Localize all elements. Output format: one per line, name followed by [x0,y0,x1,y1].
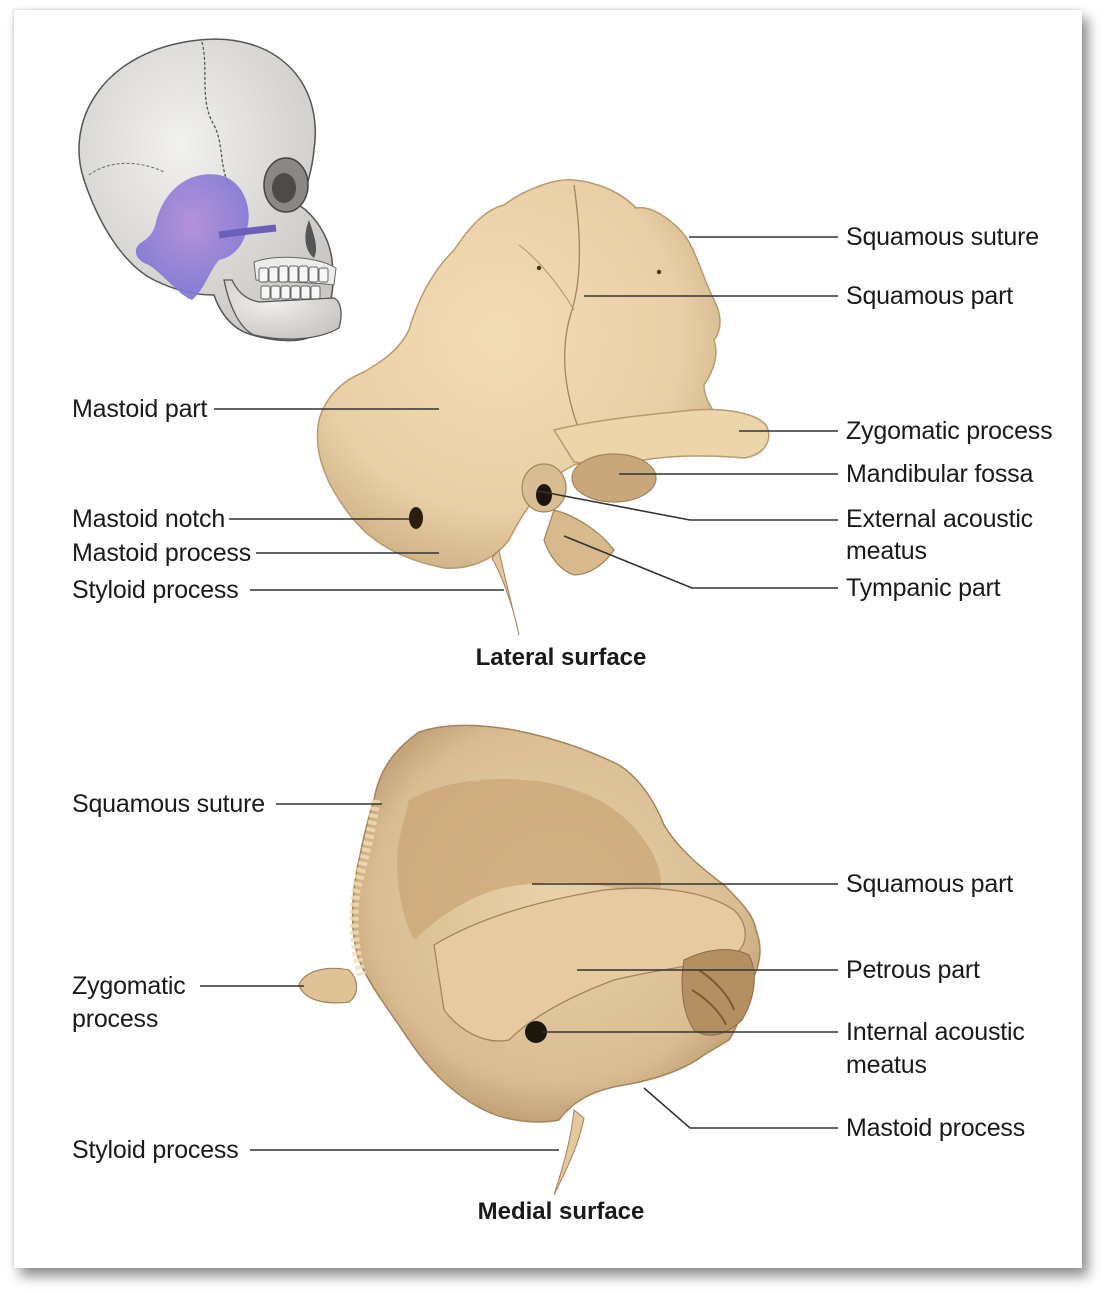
label-external-acoustic-meatus-line2: meatus [846,535,927,567]
caption-medial-surface: Medial surface [478,1198,645,1226]
lateral-surface-bone [317,180,768,635]
label-styloid-process-medial: Styloid process [72,1134,239,1166]
label-mastoid-notch: Mastoid notch [72,503,225,535]
figure-frame: Squamous suture Squamous part Mastoid pa… [14,10,1082,1268]
label-squamous-part-medial: Squamous part [846,868,1013,900]
label-zygomatic-process-medial-line2: process [72,1003,158,1035]
label-squamous-suture-medial: Squamous suture [72,788,265,820]
label-zygomatic-process-medial-line1: Zygomatic [72,970,186,1002]
label-zygomatic-process-lateral: Zygomatic process [846,415,1052,447]
label-mastoid-process-medial: Mastoid process [846,1112,1025,1144]
label-styloid-process-lateral: Styloid process [72,574,239,606]
label-mandibular-fossa: Mandibular fossa [846,458,1033,490]
label-external-acoustic-meatus-line1: External acoustic [846,503,1033,535]
medial-surface-bone [299,725,760,1195]
label-mastoid-part: Mastoid part [72,393,207,425]
label-mastoid-process-lateral: Mastoid process [72,537,251,569]
label-internal-acoustic-meatus-line1: Internal acoustic [846,1016,1025,1048]
caption-lateral-surface: Lateral surface [476,644,647,672]
label-squamous-suture-lateral: Squamous suture [846,221,1039,253]
skull-thumbnail [79,39,341,340]
label-squamous-part-lateral: Squamous part [846,280,1013,312]
label-petrous-part: Petrous part [846,954,980,986]
label-internal-acoustic-meatus-line2: meatus [846,1049,927,1081]
label-tympanic-part: Tympanic part [846,572,1000,604]
